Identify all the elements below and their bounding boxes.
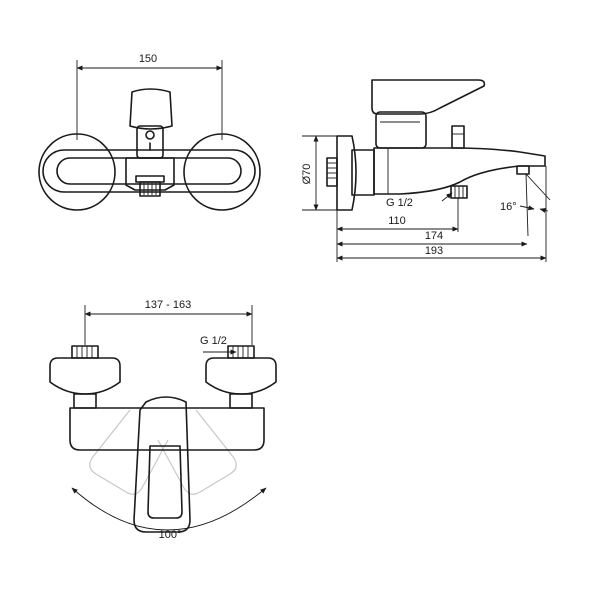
side-view: Ø70 G 1/2 16°	[301, 79, 551, 262]
mixer-body-top	[69, 407, 265, 451]
left-eccentric-top	[49, 357, 121, 395]
thread-label-side: G 1/2	[386, 197, 413, 209]
cartridge-housing-side	[375, 111, 427, 149]
right-wall-flange	[183, 133, 261, 211]
front-width-label: 150	[139, 53, 157, 65]
diverter-knob-side	[451, 125, 465, 149]
handle-ghost-right	[157, 409, 237, 495]
shower-outlet-front	[139, 181, 161, 197]
left-wall-flange	[38, 133, 116, 211]
mixer-body-inner-front	[56, 157, 242, 185]
right-eccentric-top	[205, 357, 277, 395]
diverter-ring-front	[135, 175, 165, 183]
dimension-label-193: 193	[425, 245, 443, 257]
handle-stem-front	[136, 125, 164, 159]
dimension-label-174: 174	[425, 230, 443, 242]
lever-handle-front	[129, 88, 173, 130]
lever-handle-inner-top	[147, 445, 183, 519]
angle-arc-left	[519, 205, 535, 211]
lever-handle-side	[371, 79, 486, 115]
left-nut-top	[73, 393, 97, 409]
rotation-arc	[71, 487, 267, 531]
angle-arc-right	[539, 207, 549, 213]
mixer-body-front	[42, 149, 256, 193]
dimension-label-110: 110	[388, 215, 406, 227]
aerator-side	[516, 165, 530, 175]
thread-label-top: G 1/2	[200, 335, 227, 347]
lever-handle-top	[133, 396, 191, 533]
wall-thread	[326, 157, 338, 187]
angle-leg-two	[525, 173, 529, 237]
angle-label: 16°	[500, 201, 517, 213]
handle-cap-front	[145, 130, 155, 140]
left-thread-top	[71, 345, 99, 359]
wall-flange-side	[336, 135, 357, 211]
mixer-body-side	[373, 147, 546, 195]
handle-ghost-left	[89, 409, 169, 495]
diameter-label: Ø70	[301, 164, 313, 185]
thread-leader-side	[441, 192, 453, 202]
top-view: 137 - 163 G 1/2 100°	[49, 299, 277, 541]
cartridge-housing-front	[125, 157, 175, 191]
rotation-label: 100°	[159, 529, 182, 541]
front-view: 150	[38, 53, 261, 211]
right-nut-top	[229, 393, 253, 409]
center-distance-label: 137 - 163	[145, 299, 191, 311]
